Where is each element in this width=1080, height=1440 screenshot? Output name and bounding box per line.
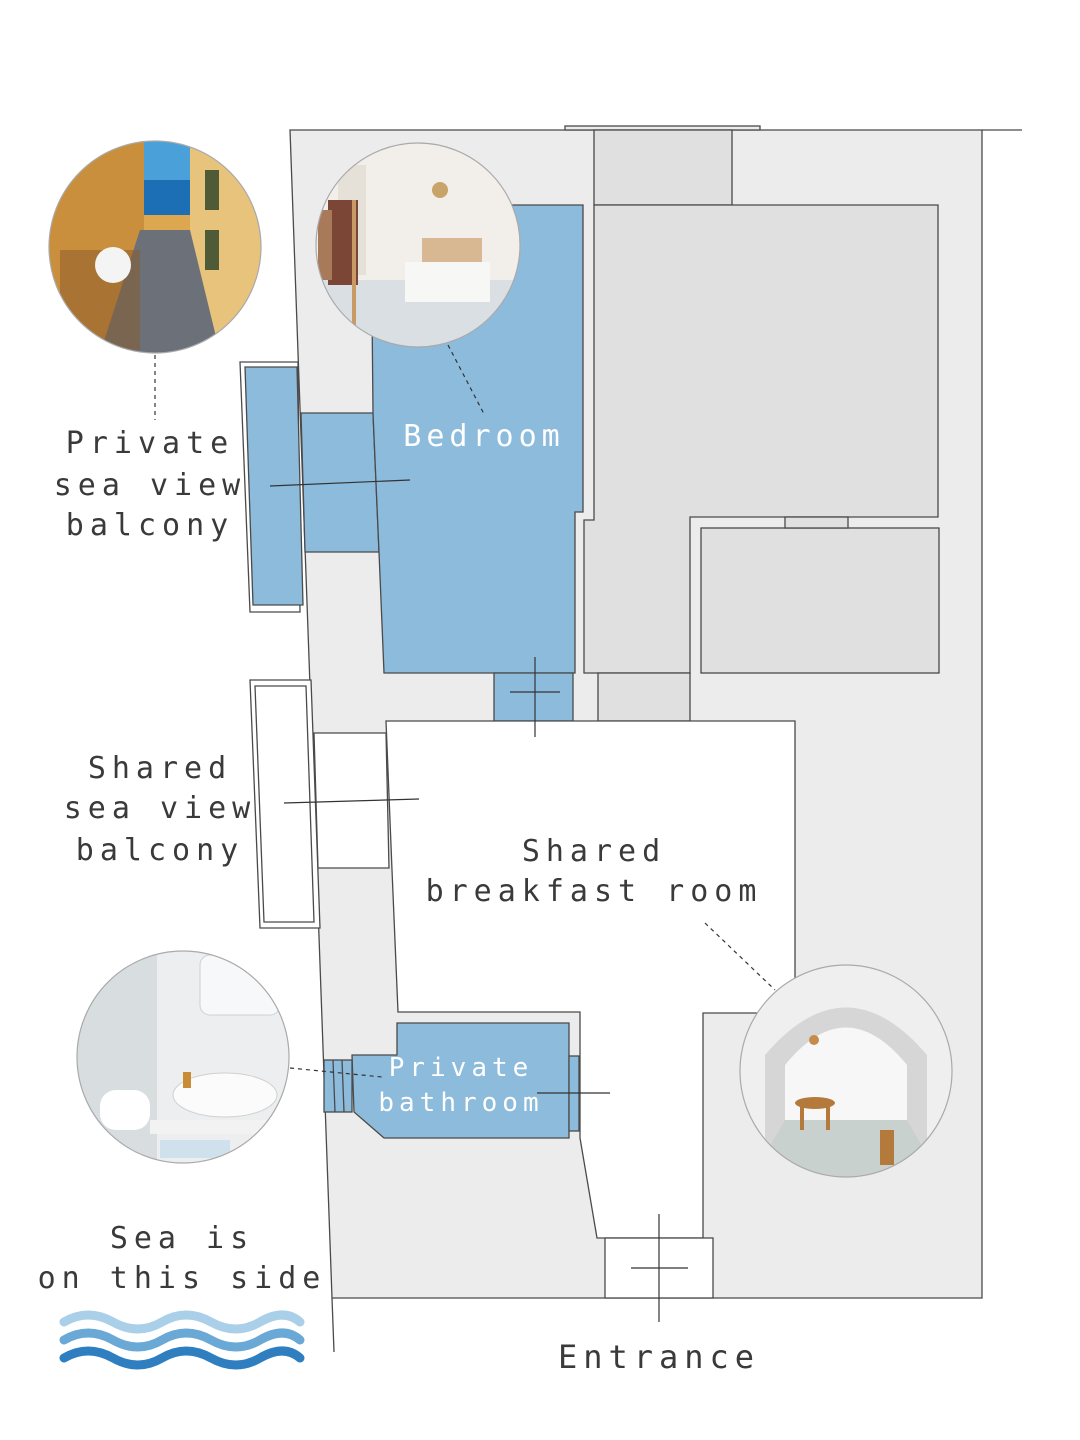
private-balcony-line-3: balcony xyxy=(66,508,234,543)
sea-side-line-1: Sea is xyxy=(110,1221,254,1256)
balcony-photo-frame xyxy=(48,140,262,354)
bedroom-photo-frame xyxy=(315,142,521,348)
shared-balcony-area xyxy=(249,679,321,929)
label-breakfast-room: Shared breakfast room xyxy=(426,834,763,909)
label-bedroom: Bedroom xyxy=(403,419,564,454)
shared-balcony-line-3: balcony xyxy=(76,833,244,868)
label-entrance: Entrance xyxy=(558,1338,760,1376)
leader-lines xyxy=(154,344,776,1322)
shared-balcony-line-2: sea view xyxy=(64,791,257,826)
private-bathroom-line-2: bathroom xyxy=(378,1088,543,1118)
neighbour-units xyxy=(583,129,940,722)
breakfast-room-line-2: breakfast room xyxy=(426,874,763,909)
private-balcony-line-1: Private xyxy=(66,426,234,461)
private-balcony-line-2: sea view xyxy=(54,468,247,503)
label-private-balcony: Private sea view balcony xyxy=(54,426,247,543)
shared-balcony-line-1: Shared xyxy=(88,751,232,786)
label-shared-balcony: Shared sea view balcony xyxy=(64,751,257,868)
private-bathroom-line-1: Private xyxy=(389,1053,534,1083)
label-private-bathroom: Private bathroom xyxy=(378,1053,543,1118)
sea-waves-icon xyxy=(59,1310,305,1370)
bathroom-photo-frame xyxy=(76,950,290,1164)
breakfast-room-photo-frame xyxy=(739,964,953,1178)
breakfast-room-line-1: Shared xyxy=(522,834,666,869)
bedroom-photo[interactable] xyxy=(316,143,520,347)
label-sea-side: Sea is on this side xyxy=(38,1221,327,1296)
breakfast-room-photo[interactable] xyxy=(740,965,952,1177)
bathroom-photo[interactable] xyxy=(77,951,289,1163)
sea-side-line-2: on this side xyxy=(38,1261,327,1296)
balcony-photo[interactable] xyxy=(49,141,261,353)
private-balcony-area xyxy=(239,361,380,613)
